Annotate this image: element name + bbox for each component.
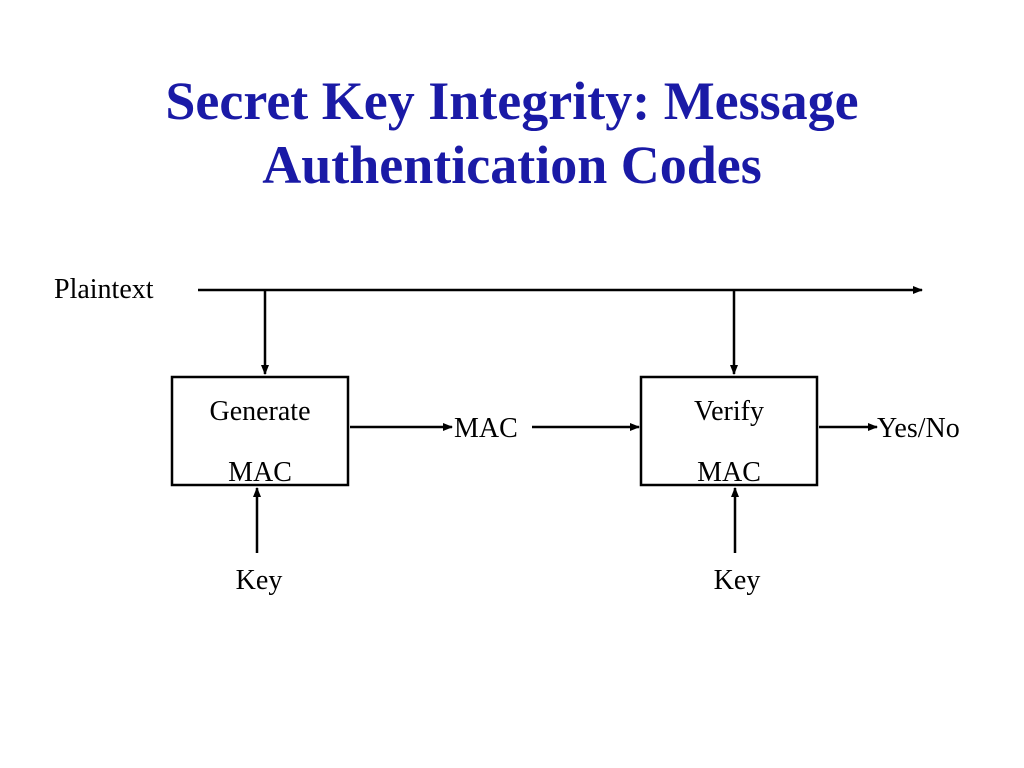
output-label: Yes/No — [877, 413, 960, 444]
mac-label: MAC — [454, 413, 518, 444]
generate-box-line-2: MAC — [228, 457, 292, 488]
verify-box-line-1: Verify — [694, 396, 764, 427]
key-label-left: Key — [236, 565, 283, 596]
slide-title-line-2: Authentication Codes — [262, 135, 762, 195]
generate-mac-box — [170, 375, 350, 487]
key-label-right: Key — [714, 565, 761, 596]
generate-box-line-1: Generate — [209, 396, 310, 427]
slide-title-line-1: Secret Key Integrity: Message — [165, 71, 859, 131]
verify-mac-box — [639, 375, 819, 487]
verify-box-line-2: MAC — [697, 457, 761, 488]
plaintext-label: Plaintext — [54, 274, 154, 305]
